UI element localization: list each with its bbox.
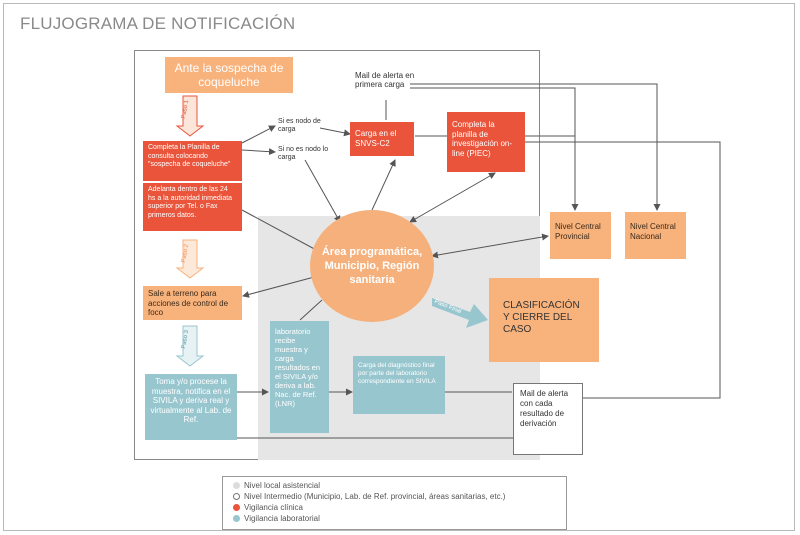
box-carga-diagnostico-final: Carga del diagnóstico final por parte de… (353, 356, 445, 414)
legend-item-local: Nivel local asistencial (233, 480, 320, 491)
legend-item-intermedio: Nivel Intermedio (Municipio, Lab. de Ref… (233, 491, 505, 502)
box-carga-snvs: Carga en el SNVS-C2 (350, 122, 414, 156)
page-title: FLUJOGRAMA DE NOTIFICACIÓN (20, 14, 296, 33)
box-sospecha-coqueluche: Ante la sospecha de coqueluche (165, 57, 293, 93)
box-nivel-central-provincial: Nivel Central Provincial (550, 212, 611, 259)
step-arrows (175, 95, 488, 367)
label-si-es-nodo: Si es nodo de carga (278, 118, 321, 133)
box-toma-muestra: Toma y/o procese la muestra, notifica en… (145, 374, 237, 440)
legend-item-clinica: Vigilancia clínica (233, 502, 303, 513)
box-adelanta-24hs: Adelanta dentro de las 24 hs a la autori… (143, 183, 242, 231)
box-clasificacion-cierre: CLASIFICACIÓN Y CIERRE DEL CASO (489, 278, 599, 362)
legend-item-laboratorial: Vigilancia laboratorial (233, 513, 320, 524)
box-planilla-piec: Completa la planilla de investigación on… (447, 112, 525, 172)
legend-dot-icon (233, 482, 240, 489)
area-programatica-label: Área programática, Municipio, Región san… (321, 246, 423, 286)
legend-dot-icon (233, 504, 240, 511)
box-laboratorio-recibe-muestra: laboratorio recibe muestra y carga resul… (270, 321, 329, 433)
box-nivel-central-nacional: Nivel Central Nacional (625, 212, 686, 259)
legend: Nivel local asistencial Nivel Intermedio… (222, 476, 567, 530)
legend-dot-icon (233, 493, 240, 500)
ellipse-area-programatica: Área programática, Municipio, Región san… (310, 210, 434, 322)
box-planilla-consulta: Completa la Planilla de consulta colocan… (143, 141, 242, 181)
box-sale-terreno: Sale a terreno para acciones de control … (143, 286, 242, 320)
label-mail-primera-carga: Mail de alerta en primera carga (355, 71, 415, 89)
label-si-no-es-nodo: Si no es nodo lo carga (278, 146, 329, 161)
legend-dot-icon (233, 515, 240, 522)
diagram-frame (3, 3, 795, 531)
box-mail-derivacion: Mail de alerta con cada resultado de der… (513, 383, 583, 455)
